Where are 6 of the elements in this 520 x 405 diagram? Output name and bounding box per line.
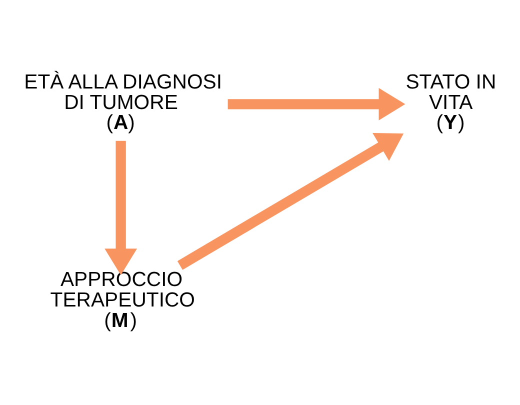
arrow [177,132,404,270]
node-text: ETÀ ALLA DIAGNOSI DI TUMORE (A) [24,70,222,134]
arrow [228,87,406,120]
node-text: STATO IN VITA (Y) [406,70,496,134]
node-text: APPROCCIO TERAPEUTICO (M) [50,268,196,332]
arrow [104,140,138,275]
